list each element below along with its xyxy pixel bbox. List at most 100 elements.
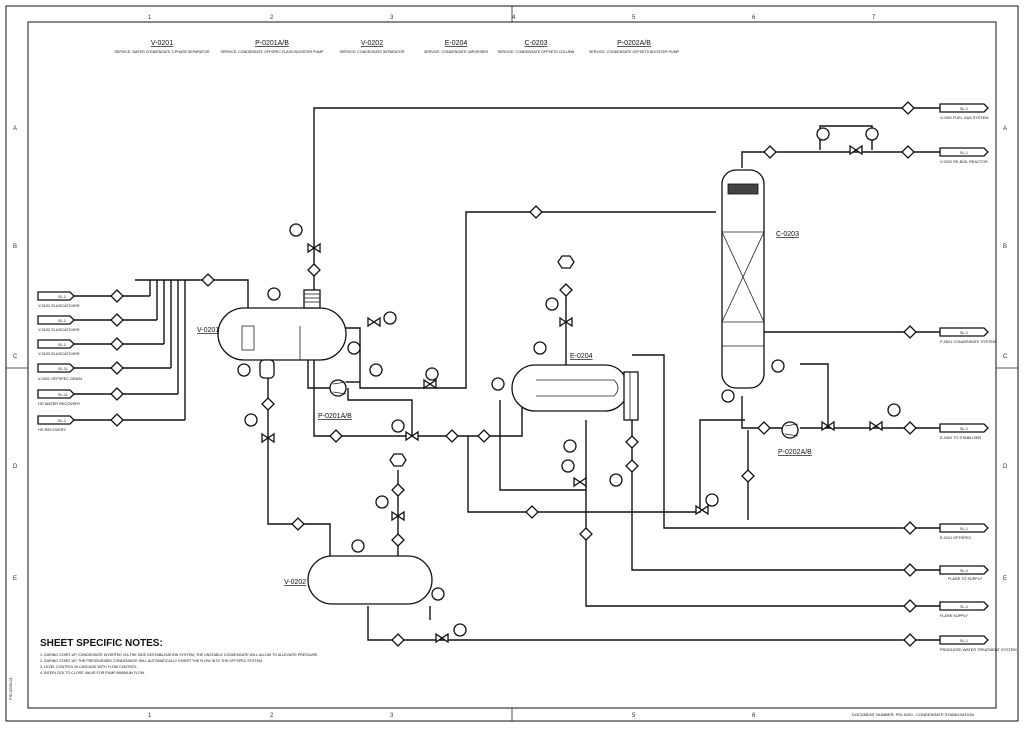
inlet-6-desc: HG RECOVERY (38, 428, 66, 432)
grid-col-2-bottom: 2 (270, 713, 274, 719)
line-diamond-6 (110, 413, 124, 427)
line-diamond-3 (110, 337, 124, 351)
instrument-bubble-4 (347, 341, 361, 355)
outlet-8-desc: PRODUCED WATER TREATMENT SYSTEM (940, 648, 1017, 652)
line-diamond-23 (763, 145, 777, 159)
grid-row-e: E (13, 576, 17, 582)
inlet-5-sheet: SL-11 (58, 393, 68, 397)
instrument-bubble-24 (425, 367, 439, 381)
instrument-bubble-22 (865, 127, 879, 141)
outlet-flags: SL-1 V-0401 FUEL GAS SYSTEM SL-1 V-0202 … (939, 103, 1017, 652)
instrument-bubbles (237, 127, 901, 637)
inlet-flag-4 (37, 363, 75, 373)
instrument-bubble-17 (609, 473, 623, 487)
inlet-1-desc: V-0101 SLUGCATCHER (38, 304, 80, 308)
instrument-bubble-3 (383, 311, 397, 325)
control-valve-column-loop (695, 504, 709, 516)
grid-refs-left: A B C D E (13, 126, 18, 582)
inlet-flags: SL-1 V-0101 SLUGCATCHER SL-1 V-0102 SLUG… (37, 291, 82, 432)
note-2: 2. DURING START-UP, THE PRESSURISED COND… (40, 659, 263, 663)
line-diamond-31 (903, 563, 917, 577)
outlet-flag-7 (939, 601, 989, 611)
column-c0203 (721, 169, 765, 389)
line-diamond-14 (529, 205, 543, 219)
outlet-5-desc: E-0101 OFFSPEC (940, 536, 971, 540)
inlet-4-desc: V-0201 OFFSPEC DRAIN (38, 377, 82, 381)
outlet-3-desc: P-0501 CONDENSATE SYSTEM (940, 340, 996, 344)
hex-marker-e0204 (557, 255, 575, 269)
inlet-2-sheet: SL-1 (58, 319, 66, 323)
equipment: V-0201 P-0201A/B V-0202 E-0204 C-0203 P-… (197, 169, 812, 605)
grid-row-d: D (13, 464, 18, 470)
grid-row-b-right: B (1003, 244, 1007, 250)
grid-col-5-bottom: 5 (632, 713, 636, 719)
line-diamond-33 (903, 633, 917, 647)
header-service-p0202: SERVICE: CONDENSATE OFFSETS BOOSTER PUMP (589, 50, 680, 54)
column-demister (727, 183, 759, 195)
grid-refs-bottom: 1 2 3 5 6 (148, 713, 756, 719)
grid-refs-top: 1 2 3 4 5 6 7 (148, 15, 876, 21)
grid-col-5: 5 (632, 15, 636, 21)
grid-col-7: 7 (872, 15, 876, 21)
outlet-flag-2 (939, 147, 989, 157)
sheet-notes: SHEET SPECIFIC NOTES: 1. DURING START-UP… (40, 638, 319, 675)
line-diamond-20 (579, 527, 593, 541)
instrument-bubble-18 (705, 493, 719, 507)
control-valve-vapour (307, 242, 321, 254)
outlet-8-sheet: SL-1 (960, 639, 968, 643)
instrument-bubble-2 (267, 287, 281, 301)
inlet-4-sheet: SL-11 (58, 367, 68, 371)
header-tag-p0201: P-0201A/B (255, 40, 289, 47)
label-c0203: C-0203 (776, 231, 799, 238)
label-p0201: P-0201A/B (318, 413, 352, 420)
grid-row-d-right: D (1003, 464, 1008, 470)
instrument-bubble-20 (771, 359, 785, 373)
outlet-1-desc: V-0401 FUEL GAS SYSTEM (940, 116, 988, 120)
instrument-bubble-1 (289, 223, 303, 237)
inlet-flag-3 (37, 339, 75, 349)
inlet-3-sheet: SL-1 (58, 343, 66, 347)
equipment-headers: V-0201 SERVICE: WATER CONDENSATE 3-PHASE… (115, 40, 680, 54)
control-valve-v0202 (391, 510, 405, 522)
line-diamond-10 (291, 517, 305, 531)
inlet-1-sheet: SL-1 (58, 295, 66, 299)
label-v0201: V-0201 (197, 327, 219, 334)
grid-refs-right: A B C D E (1003, 126, 1008, 582)
instrument-bubble-12 (545, 297, 559, 311)
outlet-flag-3 (939, 327, 989, 337)
line-diamond-26 (901, 101, 915, 115)
grid-col-6-bottom: 6 (752, 713, 756, 719)
instrument-bubble-14 (491, 377, 505, 391)
outlet-flag-4 (939, 423, 989, 433)
inlet-5-desc: HG WATER RECOVERY (38, 402, 81, 406)
grid-col-3-bottom: 3 (390, 713, 394, 719)
line-diamond-29 (903, 421, 917, 435)
note-3: 3. LEVEL CONTROL IN CASCADE WITH FLOW CO… (40, 665, 138, 669)
inner-border (27, 21, 997, 709)
outlet-2-sheet: SL-1 (960, 151, 968, 155)
inlet-header-line (135, 279, 249, 312)
grid-col-2: 2 (270, 15, 274, 21)
v0201-water-boot (259, 359, 275, 379)
header-tag-c0203: C-0203 (525, 40, 548, 47)
control-valve-liquid (423, 378, 437, 390)
inlet-flag-1 (37, 291, 75, 301)
column-bottom-loop-line (467, 419, 745, 513)
header-service-c0203: SERVICE: CONDENSATE OFFSETS COLUMN (498, 50, 575, 54)
instrument-bubble-10 (431, 587, 445, 601)
pump-suction-line (307, 360, 330, 389)
inlet-6-sheet: SL-1 (58, 419, 66, 423)
instrument-bubble-23 (887, 403, 901, 417)
line-diamonds (110, 101, 917, 647)
inlet-3-desc: V-0103 SLUGCATCHER (38, 352, 80, 356)
outlet-flag-8 (939, 635, 989, 645)
outlet-2-desc: V-0202 RE-BOIL REACTOR (940, 160, 988, 164)
grid-row-e-right: E (1003, 576, 1007, 582)
title-block: DOCUMENT NUMBER: PID-0200 - CONDENSATE S… (852, 712, 974, 717)
v0201-bottom-line (313, 360, 523, 437)
v0201-demister-boot (303, 289, 321, 309)
header-tag-p0202: P-0202A/B (617, 40, 651, 47)
control-valve-product (869, 420, 883, 432)
header-tag-v0201: V-0201 (151, 40, 173, 47)
line-diamond-27 (901, 145, 915, 159)
